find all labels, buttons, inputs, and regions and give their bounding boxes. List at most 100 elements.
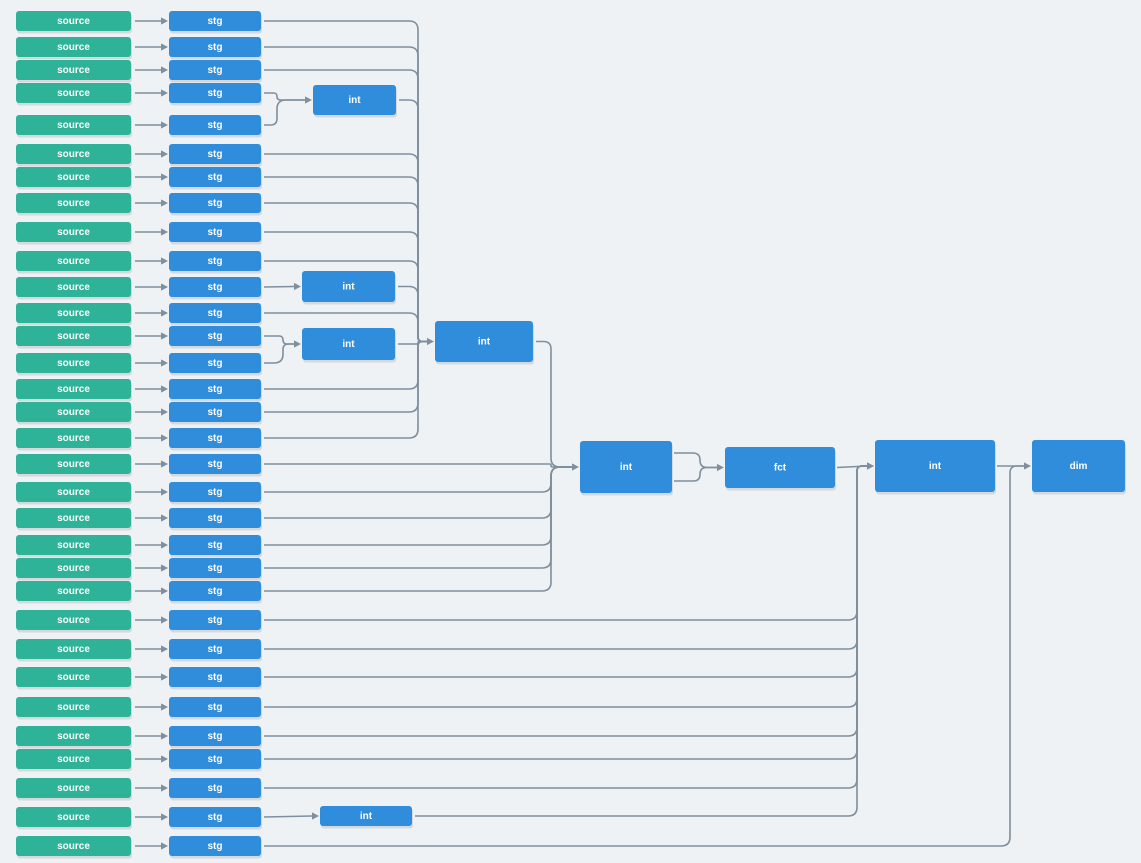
node-rect-source[interactable] xyxy=(16,277,131,297)
node-int[interactable]: int xyxy=(875,440,996,495)
node-stg[interactable]: stg xyxy=(169,667,262,690)
node-rect-stg[interactable] xyxy=(169,749,261,769)
node-stg[interactable]: stg xyxy=(169,749,262,772)
node-source[interactable]: source xyxy=(16,193,132,216)
node-rect-source[interactable] xyxy=(16,697,131,717)
node-source[interactable]: source xyxy=(16,115,132,138)
node-stg[interactable]: stg xyxy=(169,353,262,376)
node-rect-stg[interactable] xyxy=(169,581,261,601)
node-rect-stg[interactable] xyxy=(169,379,261,399)
node-rect-stg[interactable] xyxy=(169,402,261,422)
node-source[interactable]: source xyxy=(16,353,132,376)
node-stg[interactable]: stg xyxy=(169,558,262,581)
node-rect-stg[interactable] xyxy=(169,11,261,31)
node-rect-source[interactable] xyxy=(16,535,131,555)
node-stg[interactable]: stg xyxy=(169,193,262,216)
node-rect-source[interactable] xyxy=(16,353,131,373)
node-source[interactable]: source xyxy=(16,167,132,190)
node-source[interactable]: source xyxy=(16,379,132,402)
node-rect-source[interactable] xyxy=(16,11,131,31)
node-stg[interactable]: stg xyxy=(169,167,262,190)
node-stg[interactable]: stg xyxy=(169,303,262,326)
node-source[interactable]: source xyxy=(16,303,132,326)
node-rect-stg[interactable] xyxy=(169,807,261,827)
node-rect-source[interactable] xyxy=(16,144,131,164)
node-int[interactable]: int xyxy=(302,328,396,363)
node-rect-stg[interactable] xyxy=(169,558,261,578)
node-stg[interactable]: stg xyxy=(169,836,262,859)
node-rect-source[interactable] xyxy=(16,115,131,135)
node-rect-stg[interactable] xyxy=(169,726,261,746)
node-stg[interactable]: stg xyxy=(169,639,262,662)
node-source[interactable]: source xyxy=(16,11,132,34)
node-stg[interactable]: stg xyxy=(169,697,262,720)
node-stg[interactable]: stg xyxy=(169,581,262,604)
node-rect-stg[interactable] xyxy=(169,303,261,323)
node-stg[interactable]: stg xyxy=(169,482,262,505)
node-rect-source[interactable] xyxy=(16,251,131,271)
node-source[interactable]: source xyxy=(16,749,132,772)
node-rect-stg[interactable] xyxy=(169,83,261,103)
node-rect-source[interactable] xyxy=(16,807,131,827)
node-int[interactable]: int xyxy=(302,271,396,305)
node-rect-source[interactable] xyxy=(16,83,131,103)
node-rect-stg[interactable] xyxy=(169,60,261,80)
node-stg[interactable]: stg xyxy=(169,326,262,349)
node-stg[interactable]: stg xyxy=(169,83,262,106)
node-rect-source[interactable] xyxy=(16,326,131,346)
node-stg[interactable]: stg xyxy=(169,454,262,477)
node-rect-fct[interactable] xyxy=(725,447,835,488)
node-rect-source[interactable] xyxy=(16,558,131,578)
node-rect-stg[interactable] xyxy=(169,251,261,271)
node-int[interactable]: int xyxy=(313,85,397,118)
node-source[interactable]: source xyxy=(16,60,132,83)
node-rect-stg[interactable] xyxy=(169,222,261,242)
node-rect-source[interactable] xyxy=(16,482,131,502)
node-stg[interactable]: stg xyxy=(169,610,262,633)
node-rect-source[interactable] xyxy=(16,508,131,528)
node-stg[interactable]: stg xyxy=(169,508,262,531)
node-stg[interactable]: stg xyxy=(169,115,262,138)
node-rect-stg[interactable] xyxy=(169,482,261,502)
node-rect-source[interactable] xyxy=(16,454,131,474)
node-source[interactable]: source xyxy=(16,454,132,477)
node-rect-source[interactable] xyxy=(16,610,131,630)
node-source[interactable]: source xyxy=(16,251,132,274)
node-rect-stg[interactable] xyxy=(169,667,261,687)
node-rect-dim[interactable] xyxy=(1032,440,1125,492)
node-source[interactable]: source xyxy=(16,836,132,859)
node-rect-stg[interactable] xyxy=(169,639,261,659)
node-source[interactable]: source xyxy=(16,482,132,505)
node-rect-source[interactable] xyxy=(16,193,131,213)
node-rect-int[interactable] xyxy=(302,328,395,360)
node-rect-stg[interactable] xyxy=(169,778,261,798)
node-rect-stg[interactable] xyxy=(169,454,261,474)
node-rect-source[interactable] xyxy=(16,778,131,798)
node-rect-int[interactable] xyxy=(320,806,412,826)
node-source[interactable]: source xyxy=(16,535,132,558)
node-source[interactable]: source xyxy=(16,37,132,60)
node-source[interactable]: source xyxy=(16,726,132,749)
node-dim[interactable]: dim xyxy=(1032,440,1126,495)
node-stg[interactable]: stg xyxy=(169,778,262,801)
node-rect-stg[interactable] xyxy=(169,508,261,528)
node-rect-int[interactable] xyxy=(435,321,533,362)
node-source[interactable]: source xyxy=(16,807,132,830)
node-rect-source[interactable] xyxy=(16,303,131,323)
node-stg[interactable]: stg xyxy=(169,222,262,245)
node-rect-source[interactable] xyxy=(16,667,131,687)
node-source[interactable]: source xyxy=(16,639,132,662)
node-rect-int[interactable] xyxy=(875,440,995,492)
node-int[interactable]: int xyxy=(320,806,413,829)
node-source[interactable]: source xyxy=(16,667,132,690)
node-stg[interactable]: stg xyxy=(169,144,262,167)
node-stg[interactable]: stg xyxy=(169,726,262,749)
node-stg[interactable]: stg xyxy=(169,11,262,34)
node-rect-stg[interactable] xyxy=(169,115,261,135)
node-source[interactable]: source xyxy=(16,83,132,106)
node-rect-int[interactable] xyxy=(302,271,395,302)
node-rect-stg[interactable] xyxy=(169,610,261,630)
node-source[interactable]: source xyxy=(16,581,132,604)
node-stg[interactable]: stg xyxy=(169,60,262,83)
node-source[interactable]: source xyxy=(16,277,132,300)
